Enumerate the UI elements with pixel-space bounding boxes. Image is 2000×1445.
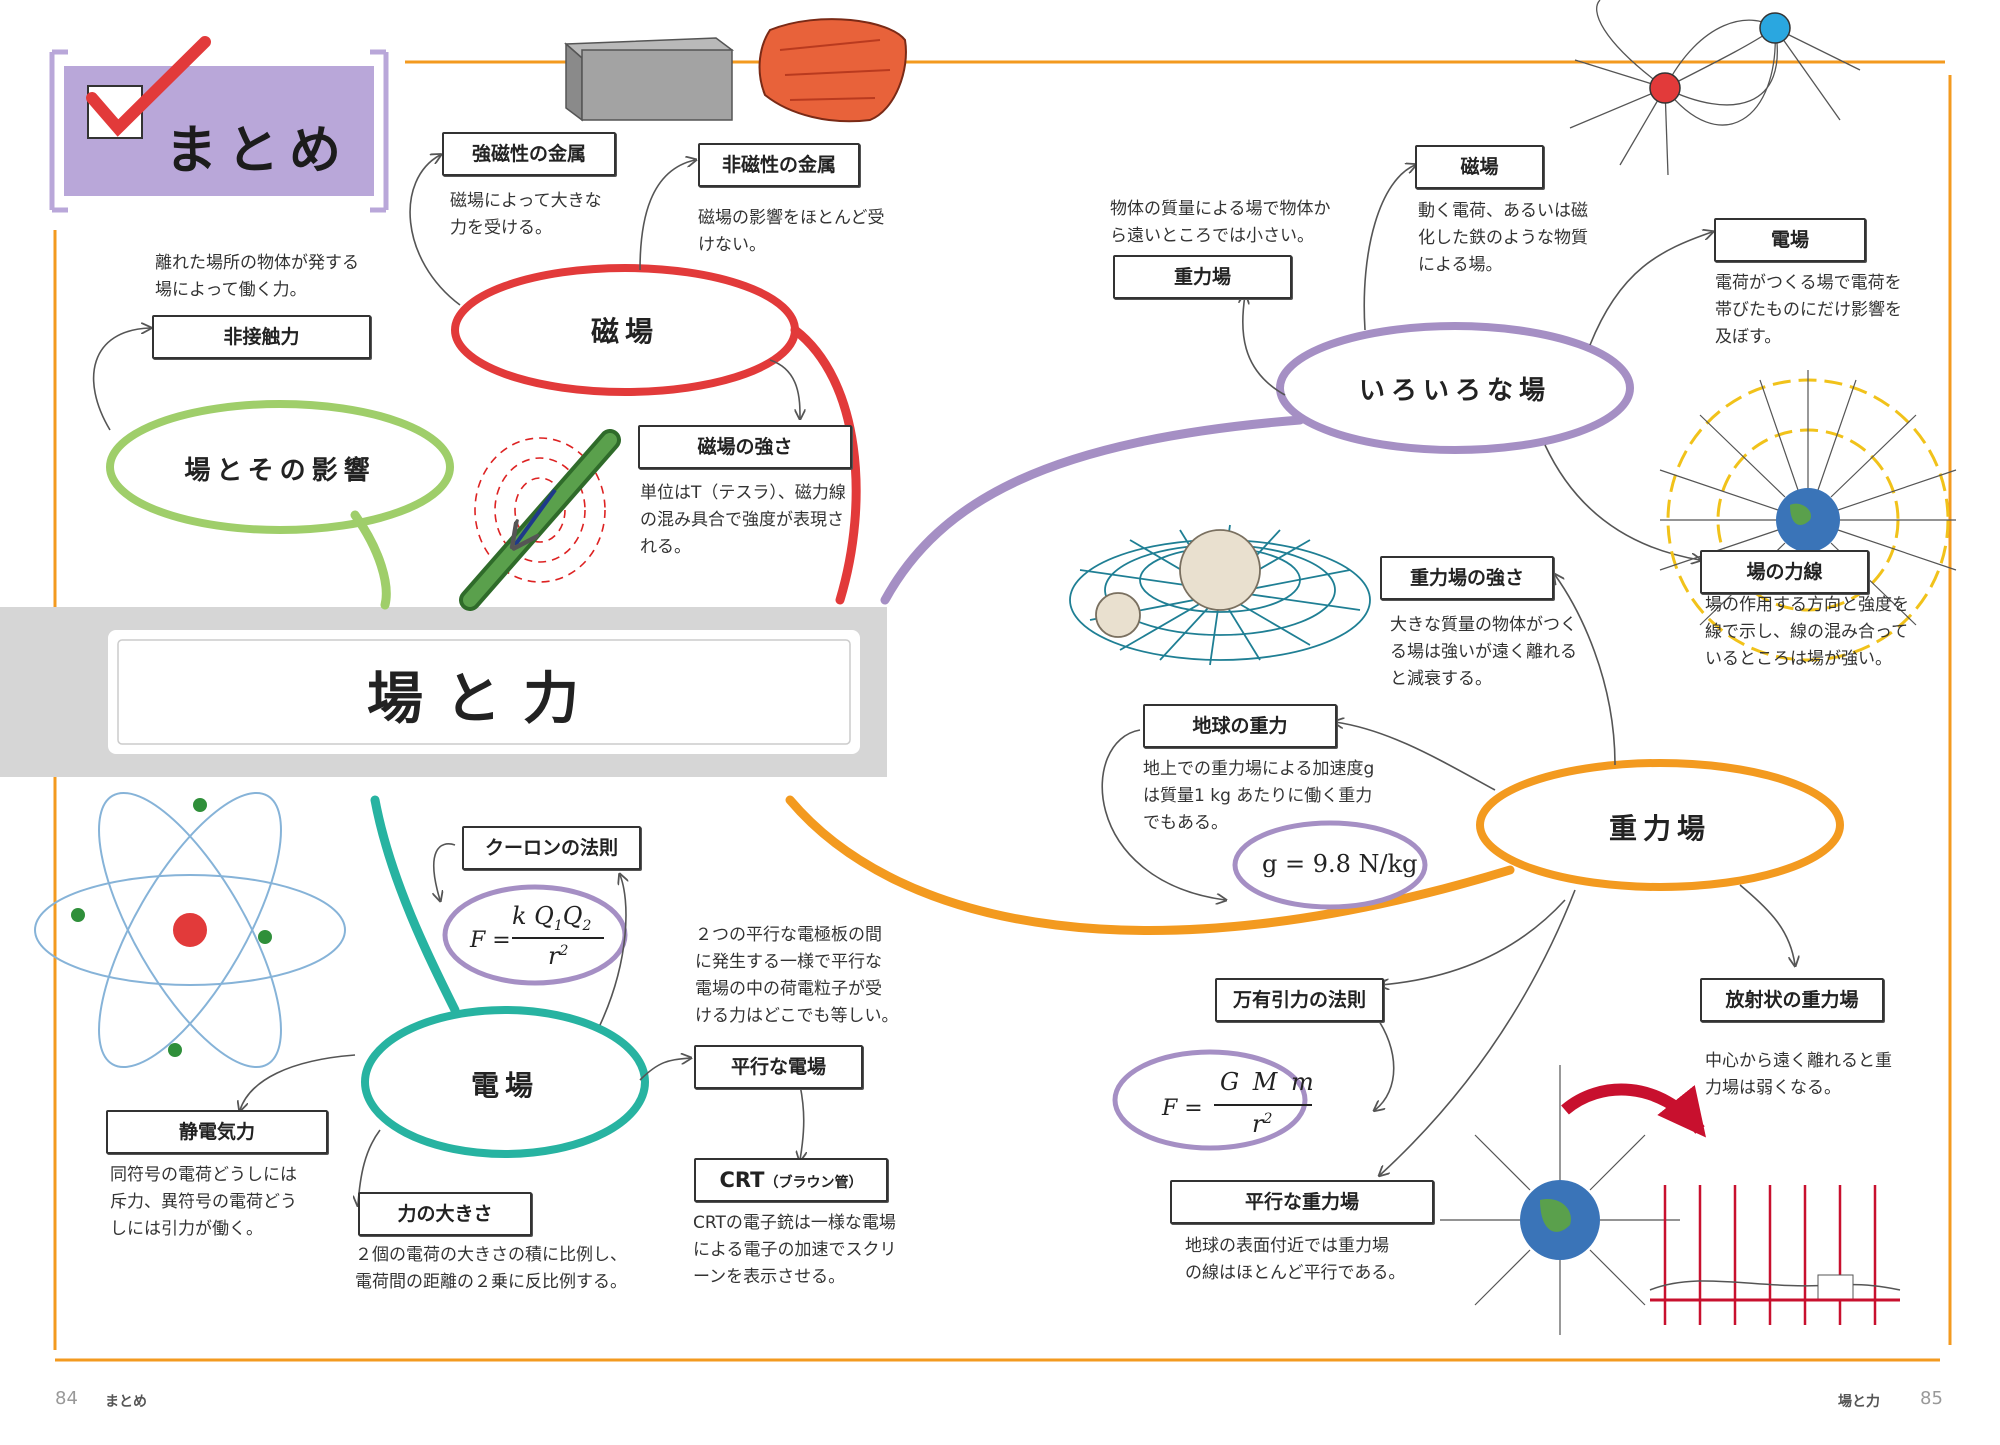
header-box xyxy=(49,36,389,213)
ring-magnetic xyxy=(451,264,799,396)
ring-gravity xyxy=(1476,759,1844,891)
hub-magnetic: 磁場 xyxy=(590,315,659,348)
tag-parallel-e: 平行な電場 xyxy=(694,1045,863,1089)
formula-g-value: g = 9.8 N/kg xyxy=(1262,850,1418,878)
tag-magstrength: 磁場の強さ xyxy=(638,425,852,469)
earth-field-image xyxy=(1659,370,1957,662)
atom-image xyxy=(34,791,346,1069)
desc-gravfield: 物体の質量による場で物体から遠いところでは小さい。 xyxy=(1110,199,1331,246)
branch-magnetic xyxy=(790,325,861,605)
tag-electrostatic: 静電気力 xyxy=(106,1110,328,1154)
connectors xyxy=(92,155,1795,1205)
right-page-number: 85 xyxy=(1920,1388,1943,1409)
desc-parallel-g: 地球の表面付近では重力場の線はほとんど平行である。 xyxy=(1185,1236,1406,1283)
crt-title-small: （ブラウン管） xyxy=(764,1175,863,1191)
desc-radial: 中心から遠く離れると重力場は弱くなる。 xyxy=(1705,1051,1892,1098)
branch-various xyxy=(880,415,1305,605)
desc-parallel-e: ２つの平行な電極板の間に発生する一様で平行な電場の中の荷電粒子が受ける力はどこで… xyxy=(695,925,899,1026)
dipole-field-image xyxy=(1569,0,1861,176)
desc-ferro: 磁場によって大きな力を受ける。 xyxy=(450,191,602,238)
desc-nonmag: 磁場の影響をほとんど受けない。 xyxy=(698,208,885,255)
desc-magstrength: 単位はT（テスラ）、磁力線の混み具合で強度が表現される。 xyxy=(640,483,846,557)
ring-field-effect xyxy=(106,400,454,534)
desc-magfield: 動く電荷、あるいは磁化した鉄のような物質による場。 xyxy=(1418,201,1588,275)
desc-fieldlines: 場の作用する方向と強度を線で示し、線の混み合っているところは場が強い。 xyxy=(1705,595,1909,669)
desc-electrostatic: 同符号の電荷どうしには斥力、異符号の電荷どうしには引力が働く。 xyxy=(110,1165,297,1239)
tag-parallel-g: 平行な重力場 xyxy=(1170,1180,1434,1224)
main-banner xyxy=(0,607,887,777)
spacetime-grid-image xyxy=(1069,524,1371,666)
hub-various: いろいろな場 xyxy=(1358,376,1551,406)
branch-electric xyxy=(370,795,460,1015)
parallel-field-image xyxy=(1649,1185,1901,1325)
right-page-label: 場と力 xyxy=(1838,1394,1880,1410)
branch-lines xyxy=(350,325,1515,1015)
page-title: 場と力 xyxy=(367,667,601,732)
tag-gravstrength: 重力場の強さ xyxy=(1380,556,1554,600)
desc-noncontact: 離れた場所の物体が発する場によって働く力。 xyxy=(155,253,359,300)
tag-noncontact: 非接触力 xyxy=(152,315,371,359)
desc-efield: 電荷がつくる場で電荷を帯びたものにだけ影響を及ぼす。 xyxy=(1715,273,1902,347)
tag-gravfield: 重力場 xyxy=(1113,255,1292,299)
left-page-number: 84 xyxy=(55,1388,78,1409)
hub-electric: 電場 xyxy=(470,1069,539,1102)
desc-gravstrength: 大きな質量の物体がつくる場は強いが遠く離れると減衰する。 xyxy=(1390,615,1577,689)
earth-radial-image xyxy=(1440,1065,1707,1335)
header-title: まとめ xyxy=(165,121,352,181)
ring-various xyxy=(1276,322,1634,454)
hub-field-effect: 場とその影響 xyxy=(184,456,376,486)
tag-crt: CRT（ブラウン管） xyxy=(694,1158,888,1202)
ring-newton xyxy=(1112,1049,1308,1151)
desc-force-size: ２個の電荷の大きさの積に比例し、電荷間の距離の２乗に反比例する。 xyxy=(355,1245,627,1292)
branch-gravity xyxy=(785,795,1515,935)
tag-universal: 万有引力の法則 xyxy=(1215,978,1384,1022)
tag-fieldlines: 場の力線 xyxy=(1700,550,1869,594)
tag-earthgrav: 地球の重力 xyxy=(1143,704,1337,748)
ring-g-value xyxy=(1232,820,1428,910)
branch-field-effect xyxy=(350,510,391,610)
tag-nonmag: 非磁性の金属 xyxy=(698,143,860,187)
checkmark-icon xyxy=(86,36,211,137)
crt-title: CRT xyxy=(719,1168,765,1192)
tag-radial: 放射状の重力場 xyxy=(1700,978,1884,1022)
copper-block-image xyxy=(758,18,907,123)
desc-crt: CRTの電子銃は一様な電場による電子の加速でスクリーンを表示させる。 xyxy=(693,1213,897,1287)
hub-rings xyxy=(106,264,1844,1158)
wire-magnet-image xyxy=(459,429,621,611)
hub-gravity: 重力場 xyxy=(1608,812,1711,845)
tag-ferro: 強磁性の金属 xyxy=(442,132,616,176)
tag-magfield: 磁場 xyxy=(1415,145,1544,189)
ring-electric xyxy=(361,1006,649,1158)
tag-coulomb: クーロンの法則 xyxy=(462,826,641,870)
iron-block-image xyxy=(564,37,735,122)
tag-efield: 電場 xyxy=(1714,218,1866,262)
tag-force-size: 力の大きさ xyxy=(358,1192,532,1236)
left-page-label: まとめ xyxy=(105,1394,147,1410)
